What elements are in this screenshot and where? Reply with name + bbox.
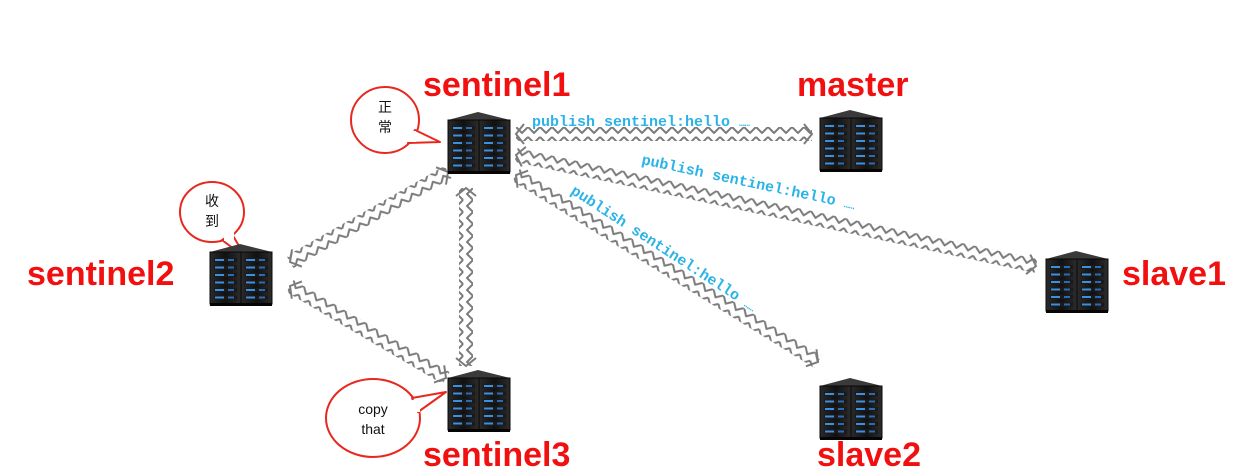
node-label-slave1: slave1 <box>1122 255 1226 293</box>
bubble-text-sentinel2: 收到 <box>205 193 219 229</box>
server-icon-master <box>819 110 883 172</box>
server-icon-sentinel1 <box>447 112 511 174</box>
message-ellipsis: …… <box>843 200 856 212</box>
node-label-master: master <box>797 66 909 104</box>
link-sentinel1-slave1 <box>514 146 1038 275</box>
server-icon-sentinel2 <box>209 244 273 306</box>
server-layer <box>209 110 1109 440</box>
server-icon-slave1 <box>1045 251 1109 313</box>
node-label-sentinel3: sentinel3 <box>423 436 571 474</box>
link-sentinel2-sentinel3 <box>286 279 450 385</box>
link-sentinel1-slave2 <box>512 169 822 368</box>
node-label-sentinel2: sentinel2 <box>27 255 175 293</box>
link-layer <box>286 123 1038 385</box>
message-to-master: publish sentinel:hello …… <box>532 114 750 131</box>
link-sentinel1-sentinel2 <box>286 165 452 269</box>
message-ellipsis: …… <box>739 119 750 129</box>
bubble-text-sentinel1: 正常 <box>378 99 392 135</box>
node-label-sentinel1: sentinel1 <box>423 66 571 104</box>
node-label-slave2: slave2 <box>817 436 921 474</box>
server-icon-sentinel3 <box>447 370 511 432</box>
link-sentinel1-sentinel3 <box>455 186 477 368</box>
server-icon-slave2 <box>819 378 883 440</box>
bubble-sentinel1: 正常 <box>350 86 441 154</box>
link-sentinel1-master <box>514 123 814 145</box>
